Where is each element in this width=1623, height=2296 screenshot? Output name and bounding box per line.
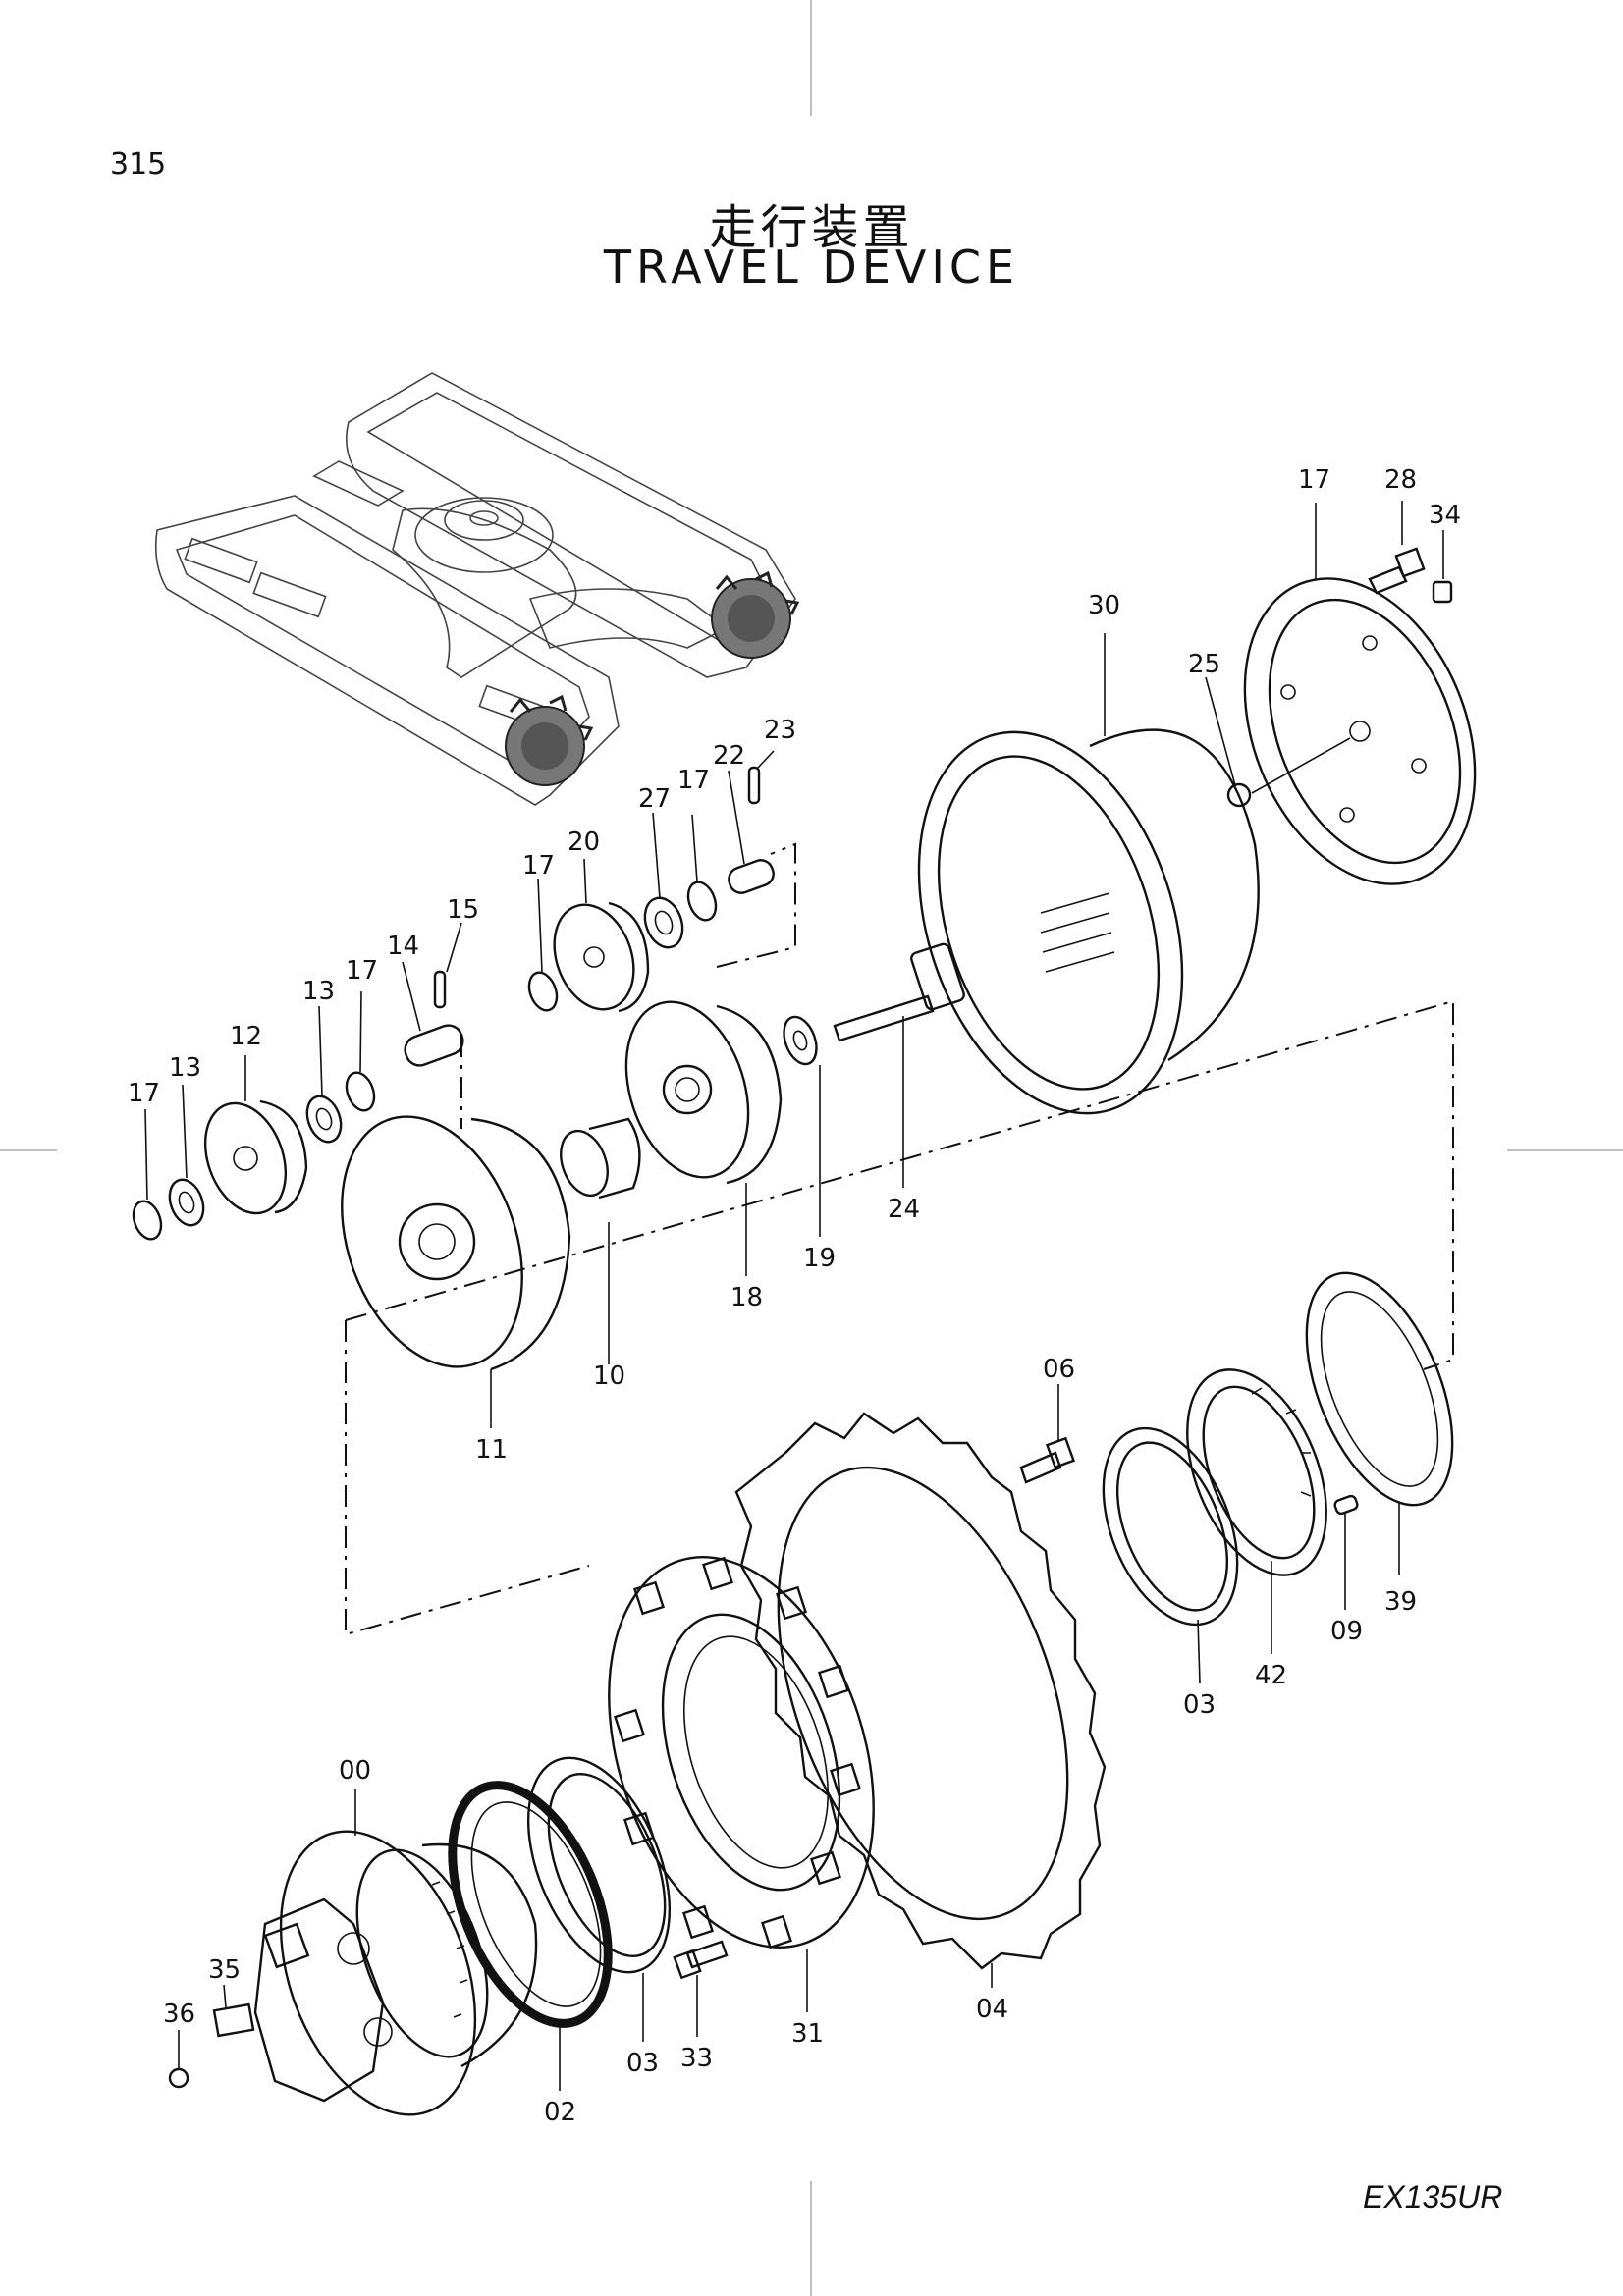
- part-pin-15: [433, 970, 447, 1009]
- label-35: 35: [208, 1955, 241, 1985]
- part-bearing-13-lower: [168, 1178, 205, 1227]
- part-bearing-13-upper: [305, 1095, 343, 1144]
- part-drum-31: [608, 1556, 875, 1949]
- part-labels: 17 28 34 30 25 23 22 17 27 20 17 15 14 1…: [128, 465, 1461, 2127]
- label-10: 10: [593, 1362, 625, 1391]
- label-13-b: 13: [169, 1053, 201, 1083]
- part-bolt-28: [1368, 547, 1426, 595]
- label-27: 27: [638, 784, 671, 814]
- part-carrier-18: [624, 1000, 783, 1185]
- label-23: 23: [764, 716, 796, 745]
- page-number: 315: [110, 147, 167, 182]
- part-bearing-27: [643, 896, 684, 949]
- part-washer-17-mid: [345, 1071, 376, 1112]
- label-25: 25: [1188, 650, 1220, 679]
- part-bolt-06: [1019, 1436, 1076, 1484]
- label-34: 34: [1429, 501, 1461, 530]
- part-seal-03-upper: [1102, 1426, 1239, 1627]
- label-06: 06: [1043, 1355, 1075, 1384]
- label-18: 18: [730, 1283, 763, 1312]
- part-washer-17-upper: [527, 971, 559, 1012]
- label-39: 39: [1384, 1587, 1417, 1617]
- part-pin-14: [404, 1024, 464, 1067]
- label-14: 14: [387, 932, 419, 961]
- label-04: 04: [976, 1995, 1008, 2024]
- part-sprocket-04: [734, 1412, 1107, 1970]
- label-36: 36: [163, 2000, 195, 2029]
- label-33: 33: [680, 2044, 713, 2073]
- part-gear-10: [560, 1117, 641, 1200]
- part-pin-22: [728, 859, 775, 894]
- part-cover-26: [1243, 577, 1477, 885]
- part-gear-20: [553, 901, 650, 1013]
- label-42: 42: [1255, 1661, 1287, 1690]
- label-15: 15: [447, 895, 479, 925]
- title-english: TRAVEL DEVICE: [603, 240, 1020, 294]
- label-31: 31: [791, 2019, 824, 2049]
- part-shaft-24: [833, 942, 965, 1042]
- part-travel-motor-00: [253, 1830, 538, 2116]
- label-00: 00: [339, 1756, 371, 1786]
- part-plug-34: [1432, 580, 1453, 604]
- label-03-a: 03: [1183, 1690, 1216, 1720]
- leader-lines: [144, 501, 1444, 2091]
- label-24: 24: [888, 1195, 920, 1224]
- label-11: 11: [475, 1435, 508, 1465]
- label-03-b: 03: [626, 2049, 659, 2078]
- part-floating-seal-02: [448, 1781, 613, 2028]
- part-bolt-33: [673, 1940, 729, 1980]
- assembly-boundary-lines: [345, 842, 1454, 1636]
- part-plug-25: [1226, 737, 1351, 808]
- label-12: 12: [230, 1022, 262, 1051]
- label-26: 17: [1298, 465, 1330, 495]
- part-hub-30: [917, 728, 1260, 1115]
- label-22: 22: [713, 741, 745, 771]
- part-pin-09: [1333, 1494, 1359, 1516]
- label-20: 20: [568, 828, 600, 857]
- title-japanese: 走行装置: [709, 200, 914, 255]
- label-30: 30: [1088, 591, 1120, 620]
- part-nameplate-35: [212, 2002, 255, 2038]
- part-washer-17-right: [686, 881, 718, 922]
- label-17-b: 17: [522, 851, 555, 881]
- model-number: EX135UR: [1363, 2179, 1503, 2215]
- label-02: 02: [544, 2098, 576, 2127]
- part-washer-19: [783, 1015, 818, 1066]
- undercarriage-reference-illustration: [154, 372, 800, 806]
- label-17-d: 17: [128, 1079, 160, 1108]
- part-gear-12: [203, 1099, 308, 1215]
- part-bearing-03-lower: [526, 1756, 672, 1974]
- part-washer-17-left: [132, 1200, 163, 1241]
- part-cover-39: [1305, 1271, 1454, 1507]
- part-rivet-36: [168, 2067, 189, 2089]
- label-09: 09: [1330, 1617, 1363, 1646]
- label-17-c: 17: [346, 956, 378, 986]
- part-carrier-11: [341, 1115, 571, 1371]
- reference-sprocket-rear: [505, 694, 594, 786]
- reference-sprocket-front: [711, 570, 800, 659]
- label-17-a: 17: [677, 766, 710, 795]
- label-13-a: 13: [302, 977, 335, 1006]
- label-19: 19: [803, 1244, 836, 1273]
- part-pin-23: [747, 766, 761, 805]
- label-28: 28: [1384, 465, 1417, 495]
- part-ring-gear-42: [1186, 1368, 1327, 1576]
